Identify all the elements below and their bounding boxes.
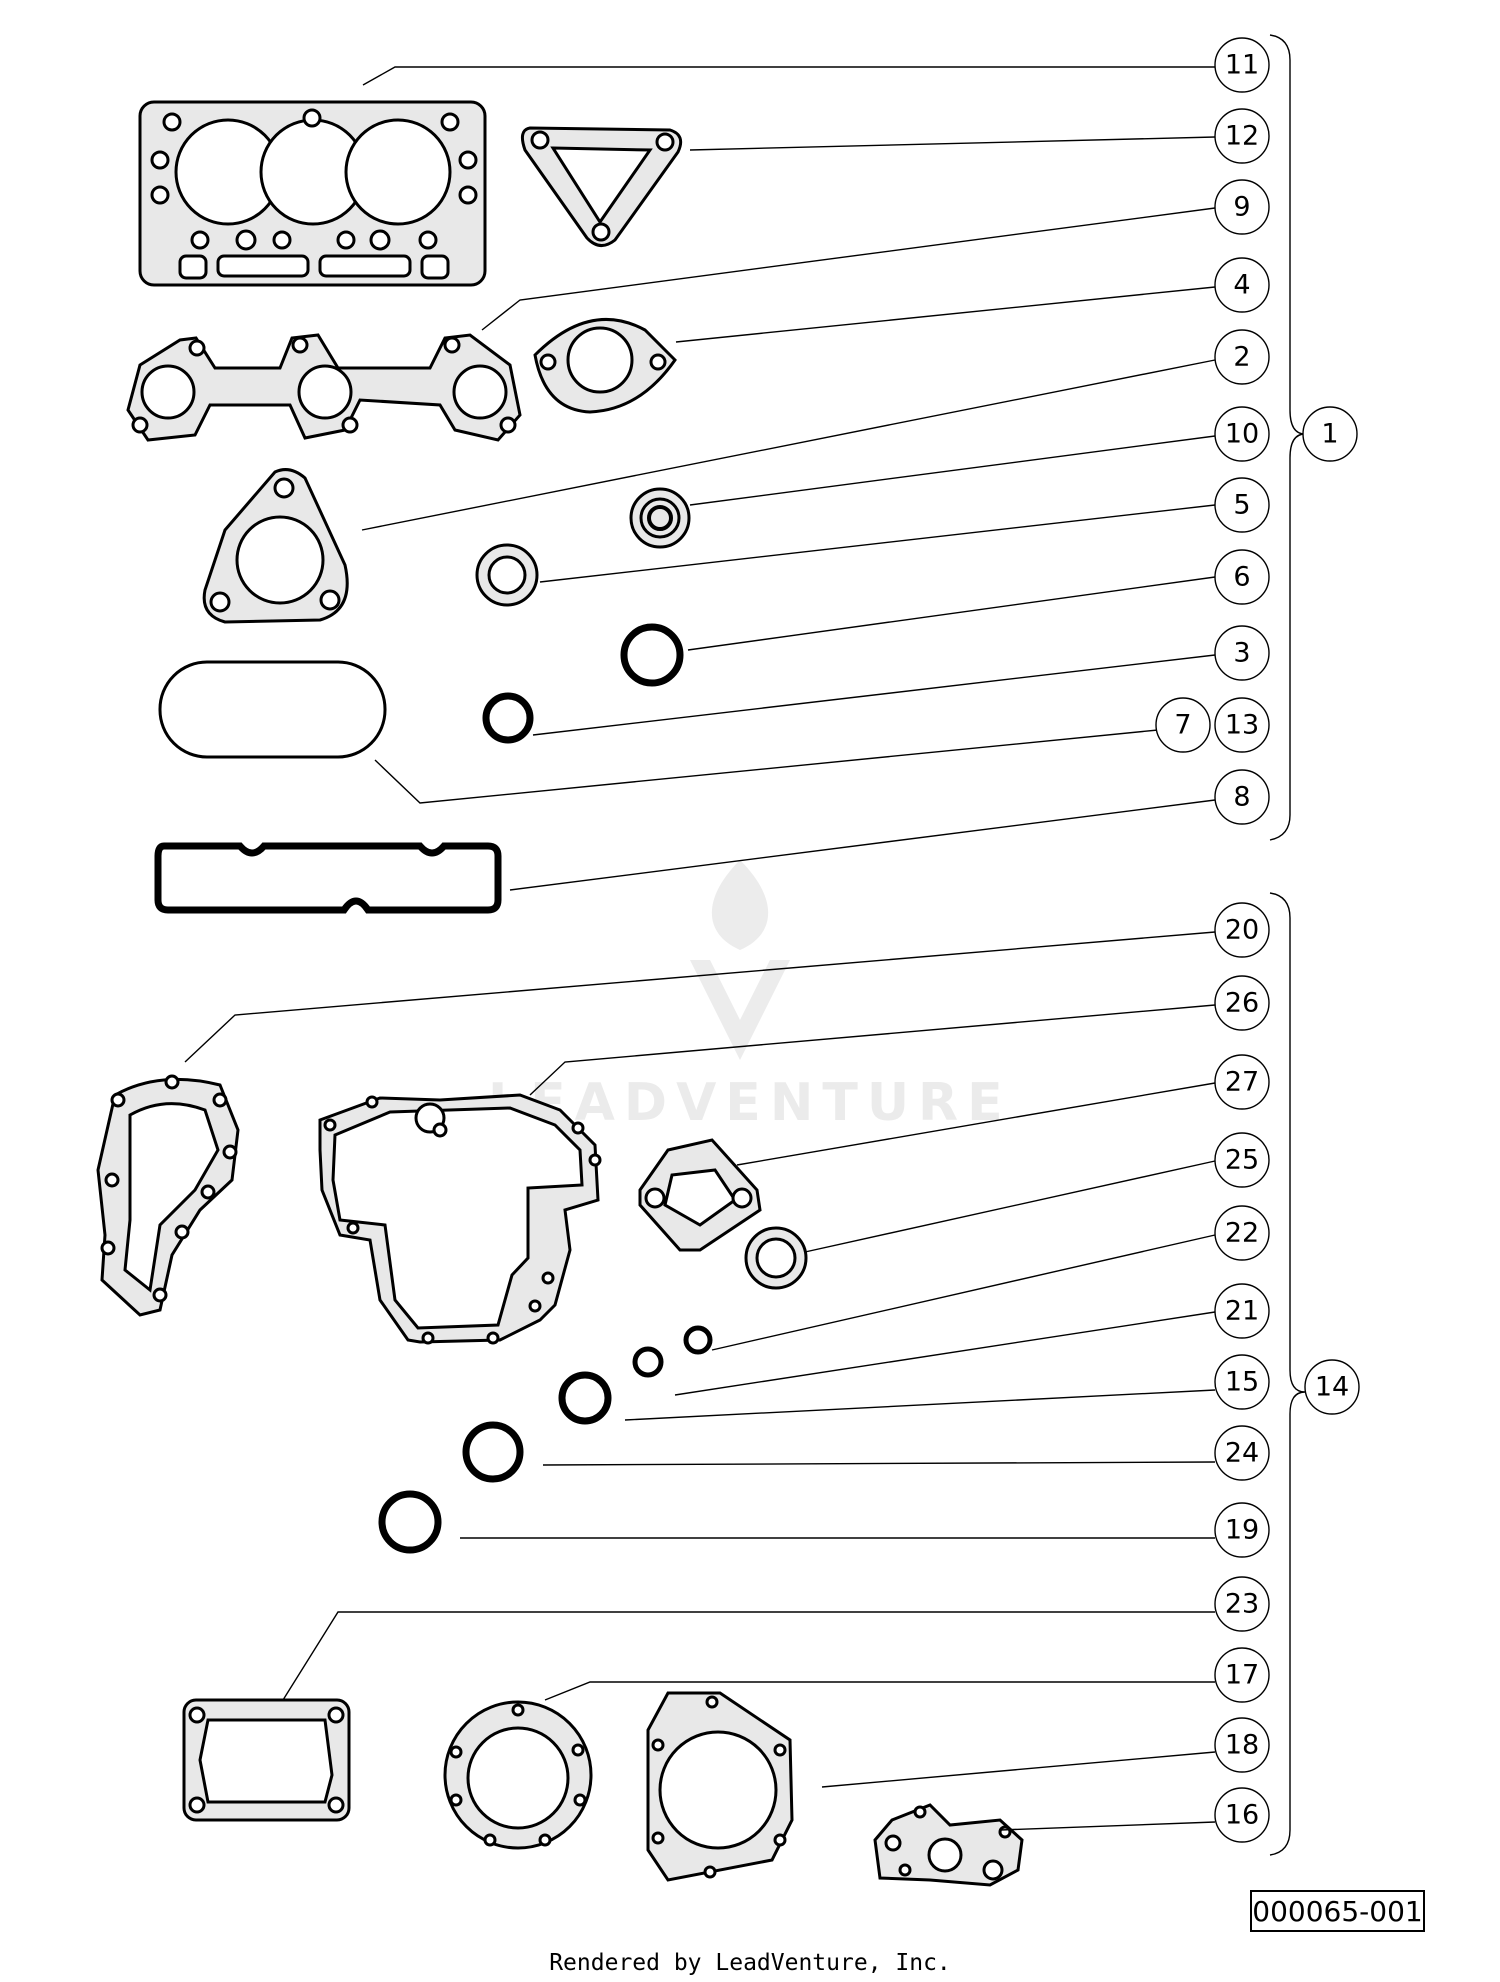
- callout-14[interactable]: 14: [1304, 1359, 1360, 1415]
- callout-8[interactable]: 8: [1214, 769, 1270, 825]
- part-16-gasket[interactable]: [873, 1803, 1024, 1887]
- part-27-gasket[interactable]: [638, 1138, 762, 1252]
- part-23-gasket[interactable]: [182, 1698, 351, 1822]
- part-18-gasket[interactable]: [646, 1691, 794, 1882]
- callout-16[interactable]: 16: [1214, 1787, 1270, 1843]
- part-9-manifold-gasket[interactable]: [126, 333, 522, 442]
- part-15-o-ring[interactable]: [558, 1371, 612, 1425]
- part-7-13-oval-gasket[interactable]: [158, 660, 387, 759]
- callout-2[interactable]: 2: [1214, 329, 1270, 385]
- callout-3[interactable]: 3: [1214, 625, 1270, 681]
- svg-text:5: 5: [1233, 490, 1250, 521]
- svg-text:3: 3: [1233, 638, 1250, 669]
- svg-text:7: 7: [1174, 710, 1191, 741]
- part-2-gasket[interactable]: [202, 468, 349, 624]
- svg-text:27: 27: [1225, 1067, 1259, 1098]
- callout-18[interactable]: 18: [1214, 1717, 1270, 1773]
- callout-7[interactable]: 7: [1155, 697, 1211, 753]
- callout-25[interactable]: 25: [1214, 1132, 1270, 1188]
- callout-5[interactable]: 5: [1214, 477, 1270, 533]
- callout-26[interactable]: 26: [1214, 975, 1270, 1031]
- part-19-o-ring[interactable]: [378, 1490, 442, 1554]
- callout-12[interactable]: 12: [1214, 108, 1270, 164]
- callout-19[interactable]: 19: [1214, 1502, 1270, 1558]
- callout-15[interactable]: 15: [1214, 1354, 1270, 1410]
- callout-9[interactable]: 9: [1214, 179, 1270, 235]
- svg-text:20: 20: [1225, 915, 1259, 946]
- callout-11[interactable]: 11: [1214, 37, 1270, 93]
- part-11-head-gasket[interactable]: [138, 100, 487, 287]
- svg-text:2: 2: [1233, 342, 1250, 373]
- svg-text:11: 11: [1225, 50, 1259, 81]
- svg-text:24: 24: [1225, 1438, 1259, 1469]
- part-10-seal[interactable]: [629, 487, 691, 549]
- part-20-pump-gasket[interactable]: [96, 1074, 240, 1317]
- part-21-o-ring[interactable]: [632, 1346, 664, 1378]
- svg-text:23: 23: [1225, 1589, 1259, 1620]
- svg-text:13: 13: [1225, 710, 1259, 741]
- kit-bracket-14: [1269, 892, 1306, 1856]
- svg-text:22: 22: [1225, 1218, 1259, 1249]
- callout-22[interactable]: 22: [1214, 1205, 1270, 1261]
- callout-20[interactable]: 20: [1214, 902, 1270, 958]
- svg-text:10: 10: [1225, 419, 1259, 450]
- svg-text:8: 8: [1233, 782, 1250, 813]
- callout-13[interactable]: 13: [1214, 697, 1270, 753]
- callout-24[interactable]: 24: [1214, 1425, 1270, 1481]
- svg-text:25: 25: [1225, 1145, 1259, 1176]
- svg-text:16: 16: [1225, 1800, 1259, 1831]
- callout-21[interactable]: 21: [1214, 1283, 1270, 1339]
- kit-bracket-1: [1269, 34, 1306, 841]
- watermark-logo: [690, 860, 790, 1060]
- leader-lines: [184, 66, 1216, 1831]
- part-26-gear-case-gasket[interactable]: [318, 1093, 602, 1345]
- part-4-gasket[interactable]: [533, 317, 677, 414]
- part-6-o-ring[interactable]: [620, 623, 684, 687]
- svg-text:26: 26: [1225, 988, 1259, 1019]
- svg-text:21: 21: [1225, 1296, 1259, 1327]
- svg-text:4: 4: [1233, 270, 1250, 301]
- part-5-seal[interactable]: [475, 543, 539, 607]
- callout-17[interactable]: 17: [1214, 1647, 1270, 1703]
- callout-1[interactable]: 1: [1302, 406, 1358, 462]
- part-8-cover-gasket[interactable]: [154, 842, 502, 914]
- callout-4[interactable]: 4: [1214, 257, 1270, 313]
- svg-text:12: 12: [1225, 121, 1259, 152]
- svg-text:1: 1: [1321, 419, 1338, 450]
- svg-text:14: 14: [1315, 1372, 1349, 1403]
- reference-number: 000065-001: [1250, 1890, 1425, 1932]
- svg-text:6: 6: [1233, 562, 1250, 593]
- svg-text:15: 15: [1225, 1367, 1259, 1398]
- render-credit: Rendered by LeadVenture, Inc.: [549, 1950, 951, 1976]
- part-24-o-ring[interactable]: [462, 1421, 524, 1483]
- svg-text:9: 9: [1233, 192, 1250, 223]
- svg-text:19: 19: [1225, 1515, 1259, 1546]
- part-22-o-ring[interactable]: [683, 1325, 713, 1355]
- svg-text:18: 18: [1225, 1730, 1259, 1761]
- part-3-o-ring[interactable]: [482, 692, 534, 744]
- callout-6[interactable]: 6: [1214, 549, 1270, 605]
- callout-10[interactable]: 10: [1214, 406, 1270, 462]
- part-12-gasket[interactable]: [520, 126, 683, 247]
- callout-23[interactable]: 23: [1214, 1576, 1270, 1632]
- callout-27[interactable]: 27: [1214, 1054, 1270, 1110]
- part-17-gasket[interactable]: [443, 1700, 593, 1850]
- svg-text:17: 17: [1225, 1660, 1259, 1691]
- part-25-seal[interactable]: [744, 1226, 808, 1290]
